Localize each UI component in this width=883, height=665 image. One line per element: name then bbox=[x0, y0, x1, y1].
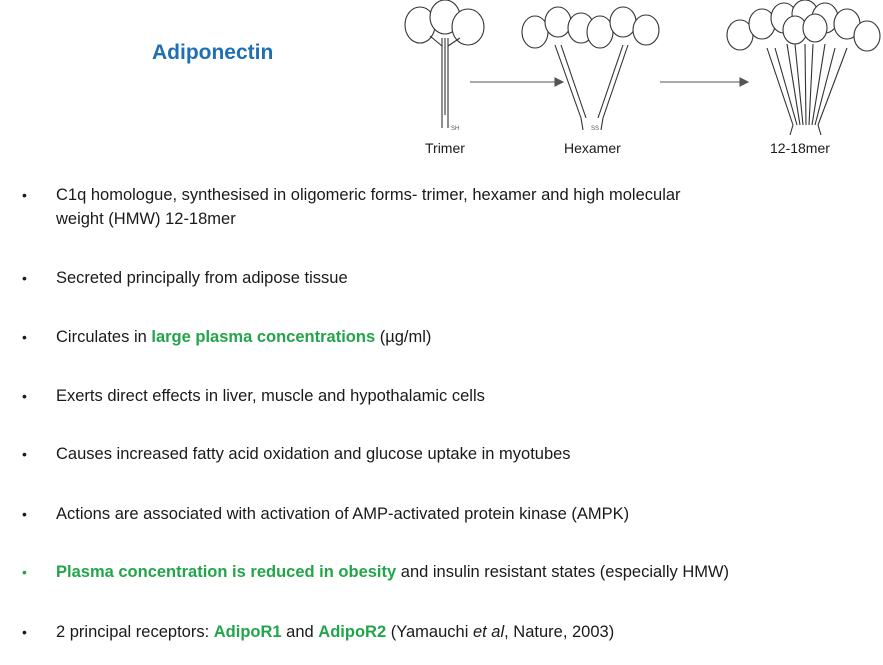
hmw-shape bbox=[726, 0, 881, 136]
label-hmw: 12-18mer bbox=[770, 140, 830, 156]
bullet-dot: • bbox=[22, 564, 27, 580]
ss-mark: SS bbox=[591, 126, 599, 132]
bullet-text: Circulates in large plasma concentration… bbox=[56, 325, 816, 349]
trimer-shape bbox=[404, 0, 485, 128]
bullet-dot: • bbox=[22, 388, 27, 404]
bullet-text-line2: weight (HMW) 12-18mer bbox=[56, 210, 236, 228]
bullet-text: Plasma concentration is reduced in obesi… bbox=[56, 560, 816, 584]
bullet-dot: • bbox=[22, 187, 27, 203]
bullet-text-pre: 2 principal receptors: bbox=[56, 623, 214, 641]
hexamer-shape bbox=[521, 6, 660, 131]
label-trimer: Trimer bbox=[425, 140, 465, 156]
bullet-text: C1q homologue, synthesised in oligomeric… bbox=[56, 183, 816, 231]
bullet-dot: • bbox=[22, 446, 27, 462]
bullet-dot: • bbox=[22, 270, 27, 286]
sh-mark: SH bbox=[451, 126, 459, 132]
label-hexamer: Hexamer bbox=[564, 140, 621, 156]
bullet-highlight-adipor1: AdipoR1 bbox=[213, 623, 282, 641]
bullet-dot: • bbox=[22, 506, 27, 522]
bullet-text-post2: , Nature, 2003) bbox=[504, 623, 615, 641]
bullet-text-post1: (Yamauchi bbox=[386, 623, 473, 641]
bullet-text-mid: and bbox=[281, 623, 319, 641]
bullet-text-post: (µg/ml) bbox=[375, 328, 432, 346]
bullet-text-post: and insulin resistant states (especially… bbox=[396, 563, 730, 581]
bullet-text: Causes increased fatty acid oxidation an… bbox=[56, 445, 571, 463]
slide-title: Adiponectin bbox=[152, 41, 274, 64]
bullet-text: Secreted principally from adipose tissue bbox=[56, 269, 348, 287]
oligomer-drawing: SH SS bbox=[404, 0, 881, 136]
bullet-text-line1: C1q homologue, synthesised in oligomeric… bbox=[56, 186, 681, 204]
bullet-text-pre: Circulates in bbox=[56, 328, 152, 346]
bullet-highlight: large plasma concentrations bbox=[151, 328, 376, 346]
bullet-dot: • bbox=[22, 624, 27, 640]
bullet-highlight: Plasma concentration is reduced in obesi… bbox=[56, 563, 397, 581]
bullet-italic: et al bbox=[472, 623, 505, 641]
bullet-text: 2 principal receptors: AdipoR1 and Adipo… bbox=[56, 620, 816, 644]
bullet-text: Exerts direct effects in liver, muscle a… bbox=[56, 387, 485, 405]
bullet-dot: • bbox=[22, 329, 27, 345]
bullet-highlight-adipor2: AdipoR2 bbox=[318, 623, 387, 641]
bullet-text: Actions are associated with activation o… bbox=[56, 505, 630, 523]
oligomer-diagram: SH SS Trimer Hexamer 12-18mer bbox=[395, 0, 883, 165]
